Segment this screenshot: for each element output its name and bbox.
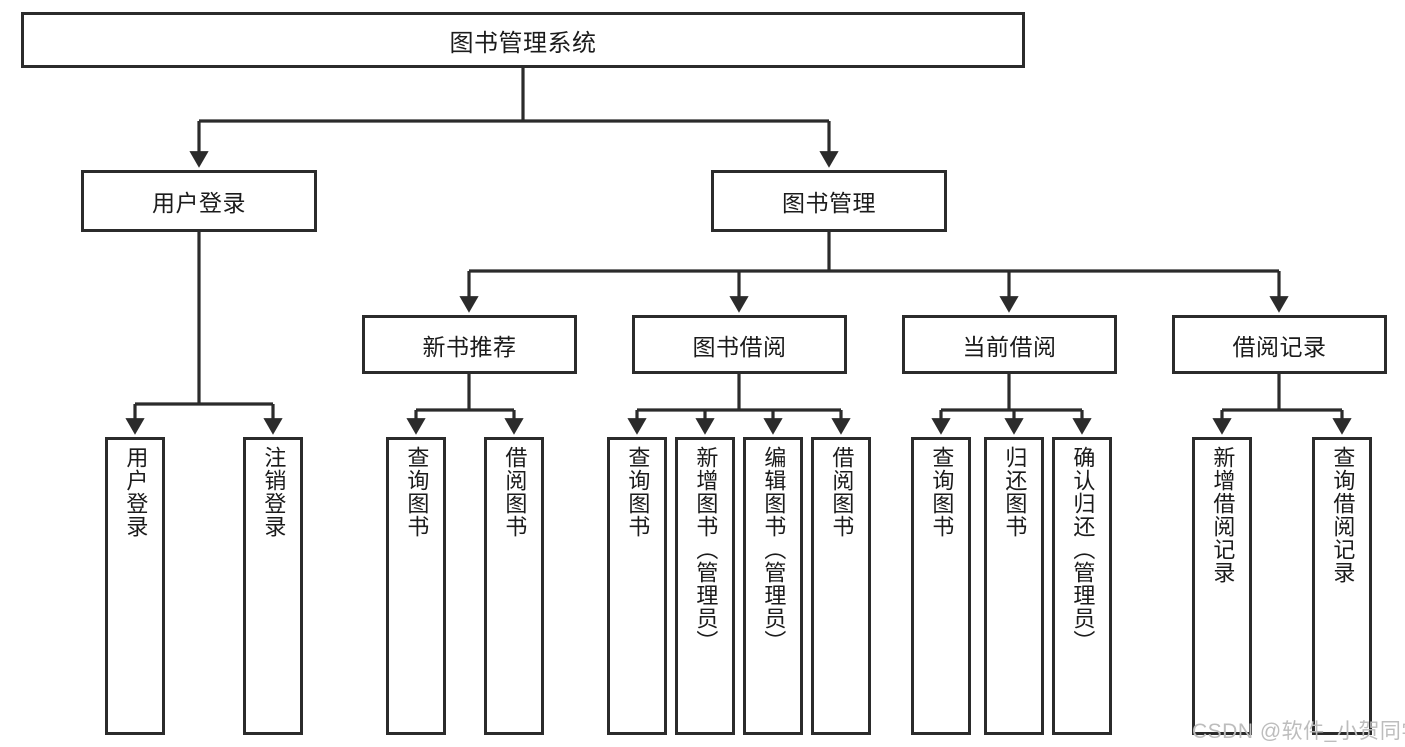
node-label: 当前借阅 (962, 333, 1057, 360)
node-label: 新书推荐 (422, 333, 517, 360)
node-label: 借阅记录 (1232, 333, 1327, 360)
node-leaf-query-book-current[interactable]: 查询图书 (911, 437, 971, 735)
node-label: 注销登录 (261, 446, 287, 538)
node-leaf-query-book-newbook[interactable]: 查询图书 (386, 437, 446, 735)
node-current-borrow[interactable]: 当前借阅 (902, 315, 1117, 374)
node-leaf-query-book-borrow[interactable]: 查询图书 (607, 437, 667, 735)
node-label: 借阅图书 (502, 446, 528, 538)
node-label: 归还图书 (1002, 446, 1028, 538)
node-label: 借阅图书 (829, 446, 855, 538)
node-label: 查询图书 (625, 446, 651, 538)
node-label: 确认归还（管理员） (1070, 446, 1096, 653)
node-label: 查询借阅记录 (1330, 446, 1356, 584)
node-book-management[interactable]: 图书管理 (711, 170, 947, 232)
node-leaf-borrow-book[interactable]: 借阅图书 (811, 437, 871, 735)
node-label: 图书管理 (782, 190, 876, 216)
node-label: 新增图书（管理员） (693, 446, 719, 653)
node-label: 图书管理系统 (449, 29, 597, 57)
node-leaf-query-borrow-record[interactable]: 查询借阅记录 (1312, 437, 1372, 735)
node-label: 新增借阅记录 (1210, 446, 1236, 584)
node-label: 图书借阅 (692, 333, 787, 360)
node-leaf-borrow-book-newbook[interactable]: 借阅图书 (484, 437, 544, 735)
node-leaf-return-book[interactable]: 归还图书 (984, 437, 1044, 735)
node-leaf-add-borrow-record[interactable]: 新增借阅记录 (1192, 437, 1252, 735)
node-book-borrow[interactable]: 图书借阅 (632, 315, 847, 374)
node-leaf-edit-book-admin[interactable]: 编辑图书（管理员） (743, 437, 803, 735)
node-leaf-logout[interactable]: 注销登录 (243, 437, 303, 735)
node-label: 查询图书 (404, 446, 430, 538)
node-user-login[interactable]: 用户登录 (81, 170, 317, 232)
node-leaf-confirm-return-admin[interactable]: 确认归还（管理员） (1052, 437, 1112, 735)
node-label: 编辑图书（管理员） (761, 446, 787, 653)
node-new-book-recommend[interactable]: 新书推荐 (362, 315, 577, 374)
node-borrow-record[interactable]: 借阅记录 (1172, 315, 1387, 374)
node-root-system[interactable]: 图书管理系统 (21, 12, 1025, 68)
watermark: CSDN @软件_小贺同学 (1192, 720, 1405, 743)
node-leaf-add-book-admin[interactable]: 新增图书（管理员） (675, 437, 735, 735)
node-label: 查询图书 (929, 446, 955, 538)
node-label: 用户登录 (123, 446, 149, 538)
node-label: 用户登录 (152, 190, 246, 216)
node-leaf-user-login[interactable]: 用户登录 (105, 437, 165, 735)
